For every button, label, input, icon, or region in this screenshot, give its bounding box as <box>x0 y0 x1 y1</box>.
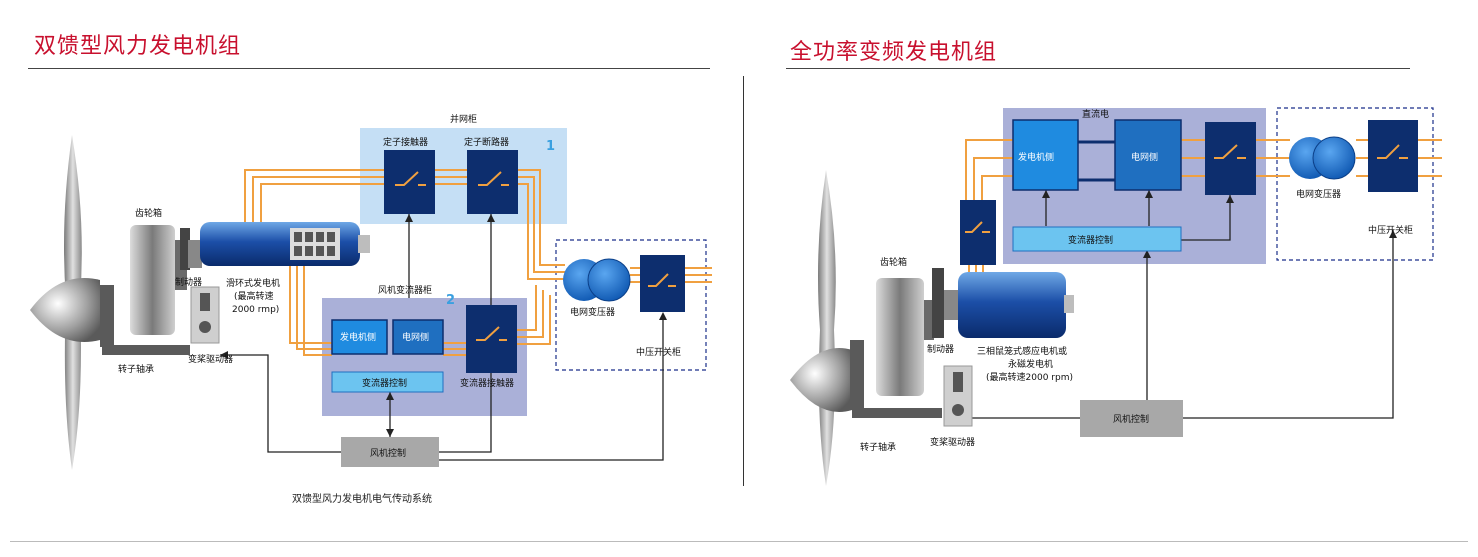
left-title: 双馈型风力发电机组 <box>34 34 242 59</box>
mv-switchgear-switch-right <box>1368 120 1418 192</box>
rotor-bearing-label-right: 转子轴承 <box>860 441 896 453</box>
max-speed-label: (最高转速 <box>234 290 274 302</box>
converter-cabinet-label: 风机变流器柜 <box>378 284 432 296</box>
stator-breaker-label: 定子断路器 <box>464 136 509 148</box>
gen-side-label: 发电机侧 <box>340 331 376 343</box>
brake-label-right: 制动器 <box>927 343 954 355</box>
gearbox-label: 齿轮箱 <box>135 207 162 219</box>
converter-control-box <box>331 371 444 393</box>
panel-number-2: 2 <box>446 293 455 308</box>
speed-value-label: 2000 rmp) <box>232 305 279 315</box>
hub-icon-right <box>790 348 852 412</box>
mv-switchgear-label-right: 中压开关柜 <box>1368 224 1413 236</box>
generator-label-line2: 永磁发电机 <box>1008 358 1053 370</box>
rotor-bearing-icon <box>100 285 114 347</box>
right-diagram: 直流电 发电机侧 电网侧 电网变压器 中压开关柜 变流器控制 齿轮箱 制动器 三… <box>790 107 1442 486</box>
left-control-lines <box>220 214 664 461</box>
pitch-drive-label: 变桨驱动器 <box>188 353 233 365</box>
right-title: 全功率变频发电机组 <box>790 40 998 65</box>
grid-side-label-right: 电网侧 <box>1131 151 1158 163</box>
gen-side-box <box>331 319 388 355</box>
grid-side-label: 电网侧 <box>402 331 429 343</box>
hub-icon <box>30 278 100 342</box>
brake-icon <box>180 228 190 270</box>
grid-cabinet-label: 并网柜 <box>450 113 477 125</box>
left-caption: 双馈型风力发电机电气传动系统 <box>292 492 432 505</box>
stator-contactor-switch <box>384 150 435 214</box>
generator-icon-right <box>958 272 1066 338</box>
grid-side-box <box>392 319 444 355</box>
grid-transformer-label-right: 电网变压器 <box>1296 188 1341 200</box>
converter-contactor-switch <box>466 305 517 373</box>
converter-control-box-right <box>1012 226 1182 252</box>
brake-icon-right <box>932 268 944 338</box>
gearbox-icon-right <box>876 278 924 396</box>
right-title-rule <box>786 68 1410 69</box>
bottom-rule <box>10 541 1468 542</box>
turbine-control-box-right <box>1080 400 1183 437</box>
converter-contactor-label: 变流器接触器 <box>460 377 514 389</box>
turbine-control-label-right: 风机控制 <box>1113 413 1149 425</box>
pitch-drive-label-right: 变桨驱动器 <box>930 436 975 448</box>
gen-side-box-right <box>1012 119 1079 191</box>
gen-side-label-right: 发电机侧 <box>1018 151 1054 163</box>
center-divider <box>743 76 744 486</box>
left-diagram: 并网柜 定子接触器 定子断路器 1 齿轮箱 制动器 滑环式发电机 (最高转速 2… <box>30 113 712 505</box>
right-dc-link <box>1078 140 1115 182</box>
turbine-control-box <box>341 437 439 467</box>
stator-breaker-switch <box>467 150 518 214</box>
turbine-control-label: 风机控制 <box>370 447 406 459</box>
mv-switchgear-switch <box>640 255 685 312</box>
generator-label-line3: (最高转速2000 rpm) <box>986 371 1073 383</box>
blade-icon-right <box>818 170 836 486</box>
rotor-bearing-label: 转子轴承 <box>118 363 154 375</box>
mv-switchgear-label: 中压开关柜 <box>636 346 681 358</box>
slip-ring-gen-label: 滑环式发电机 <box>226 277 280 289</box>
dc-link-label: 直流电 <box>1082 108 1109 120</box>
dc-switch-right <box>1205 122 1256 195</box>
generator-label-line1: 三相鼠笼式感应电机或 <box>977 345 1067 357</box>
mv-dashed-panel-right <box>1276 107 1434 261</box>
gearbox-icon <box>130 225 175 335</box>
grid-transformer-label: 电网变压器 <box>570 306 615 318</box>
left-title-rule <box>28 68 710 69</box>
stator-contactor-label: 定子接触器 <box>383 136 428 148</box>
brake-label: 制动器 <box>175 276 202 288</box>
panel-number-1: 1 <box>546 139 555 154</box>
rotor-bearing-icon-right <box>850 340 864 410</box>
converter-control-label: 变流器控制 <box>362 377 407 389</box>
grid-side-box-right <box>1114 119 1182 191</box>
gearbox-label-right: 齿轮箱 <box>880 256 907 268</box>
converter-control-label-right: 变流器控制 <box>1068 234 1113 246</box>
left-cables <box>244 169 712 356</box>
